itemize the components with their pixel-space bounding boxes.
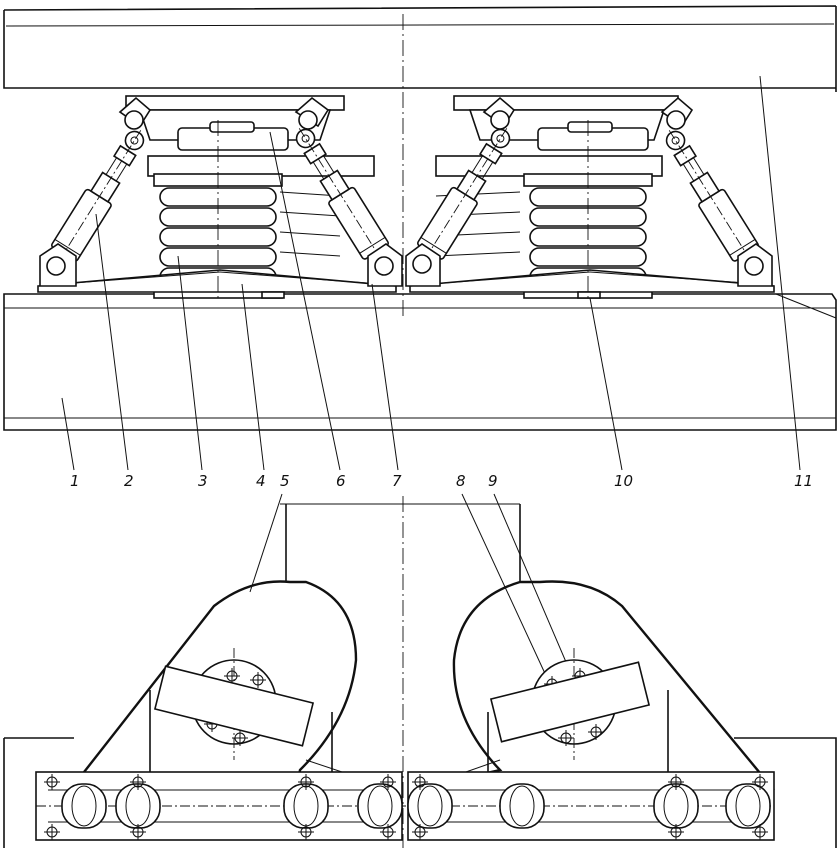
upper-body-frame xyxy=(3,5,837,92)
callout-labels: 1 2 3 4 5 6 7 8 9 10 11 xyxy=(70,472,813,490)
callout-6: 6 xyxy=(336,472,346,490)
callout-8: 8 xyxy=(456,472,466,490)
callout-7: 7 xyxy=(392,472,402,490)
callout-2: 2 xyxy=(124,472,134,490)
upper-view xyxy=(3,5,837,431)
left-bogie-plan xyxy=(69,580,385,791)
lower-frame xyxy=(3,293,837,431)
leader-lines xyxy=(61,75,801,471)
right-bogie-plan xyxy=(409,580,775,792)
callout-10: 10 xyxy=(614,472,633,490)
callout-9: 9 xyxy=(488,472,498,490)
callout-11: 11 xyxy=(794,472,813,490)
left-suspension xyxy=(36,95,404,300)
callout-4: 4 xyxy=(256,472,266,490)
callout-3: 3 xyxy=(198,472,208,490)
callout-1: 1 xyxy=(70,472,80,490)
right-suspension xyxy=(402,95,775,300)
roller-rails xyxy=(35,771,775,841)
callout-5: 5 xyxy=(280,472,290,490)
lower-view xyxy=(3,493,837,848)
